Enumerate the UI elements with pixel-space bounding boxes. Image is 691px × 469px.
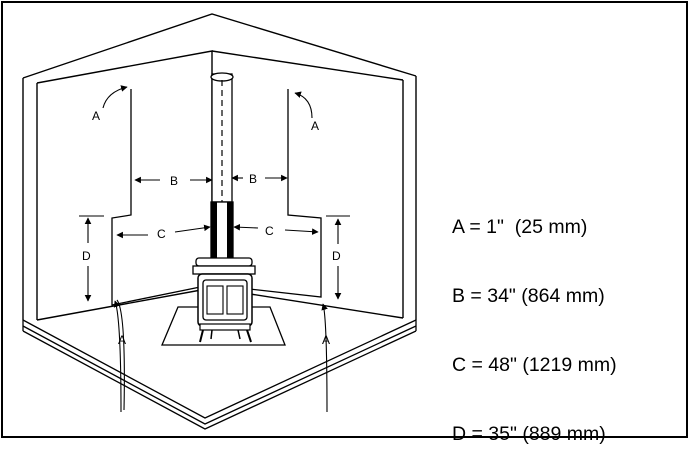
wood-stove <box>192 257 256 343</box>
label-a-bottom-right: A <box>322 333 330 347</box>
wall-shields <box>111 89 322 306</box>
legend-item-a: A = 1" (25 mm) <box>452 216 588 238</box>
clearance-legend: A = 1" (25 mm) B = 34" (864 mm) C = 48" … <box>452 170 617 469</box>
legend-item-b: B = 34" (864 mm) <box>452 285 605 307</box>
label-d-right: D <box>332 249 341 263</box>
dimension-b <box>134 174 288 184</box>
dimension-c <box>116 223 319 239</box>
chimney-pipe <box>210 72 234 261</box>
left-wall-back-edge <box>36 50 213 288</box>
label-c-left: C <box>157 227 166 241</box>
legend-item-c: C = 48" (1219 mm) <box>452 354 617 376</box>
label-b-right: B <box>249 172 257 186</box>
floor-slab <box>22 319 417 430</box>
dimension-a-floor-arrows <box>113 300 328 413</box>
diagram-frame <box>1 1 688 438</box>
left-wall-shield <box>111 89 211 306</box>
label-a-top-right: A <box>311 119 319 133</box>
label-b-left: B <box>170 174 178 188</box>
right-wall-shield <box>213 89 322 298</box>
dimension-d <box>79 215 350 302</box>
ceiling-edge <box>22 13 417 79</box>
right-wall-back-edge <box>211 50 404 81</box>
label-a-top-left: A <box>92 109 100 123</box>
clearance-diagram: B B C C D D <box>22 13 417 430</box>
left-floor-edge <box>36 287 213 321</box>
dimension-a <box>102 85 313 411</box>
label-c-right: C <box>265 224 274 238</box>
label-a-bottom-left: A <box>118 333 126 347</box>
legend-item-d: D = 35" (889 mm) <box>452 423 606 445</box>
label-d-left: D <box>82 249 91 263</box>
